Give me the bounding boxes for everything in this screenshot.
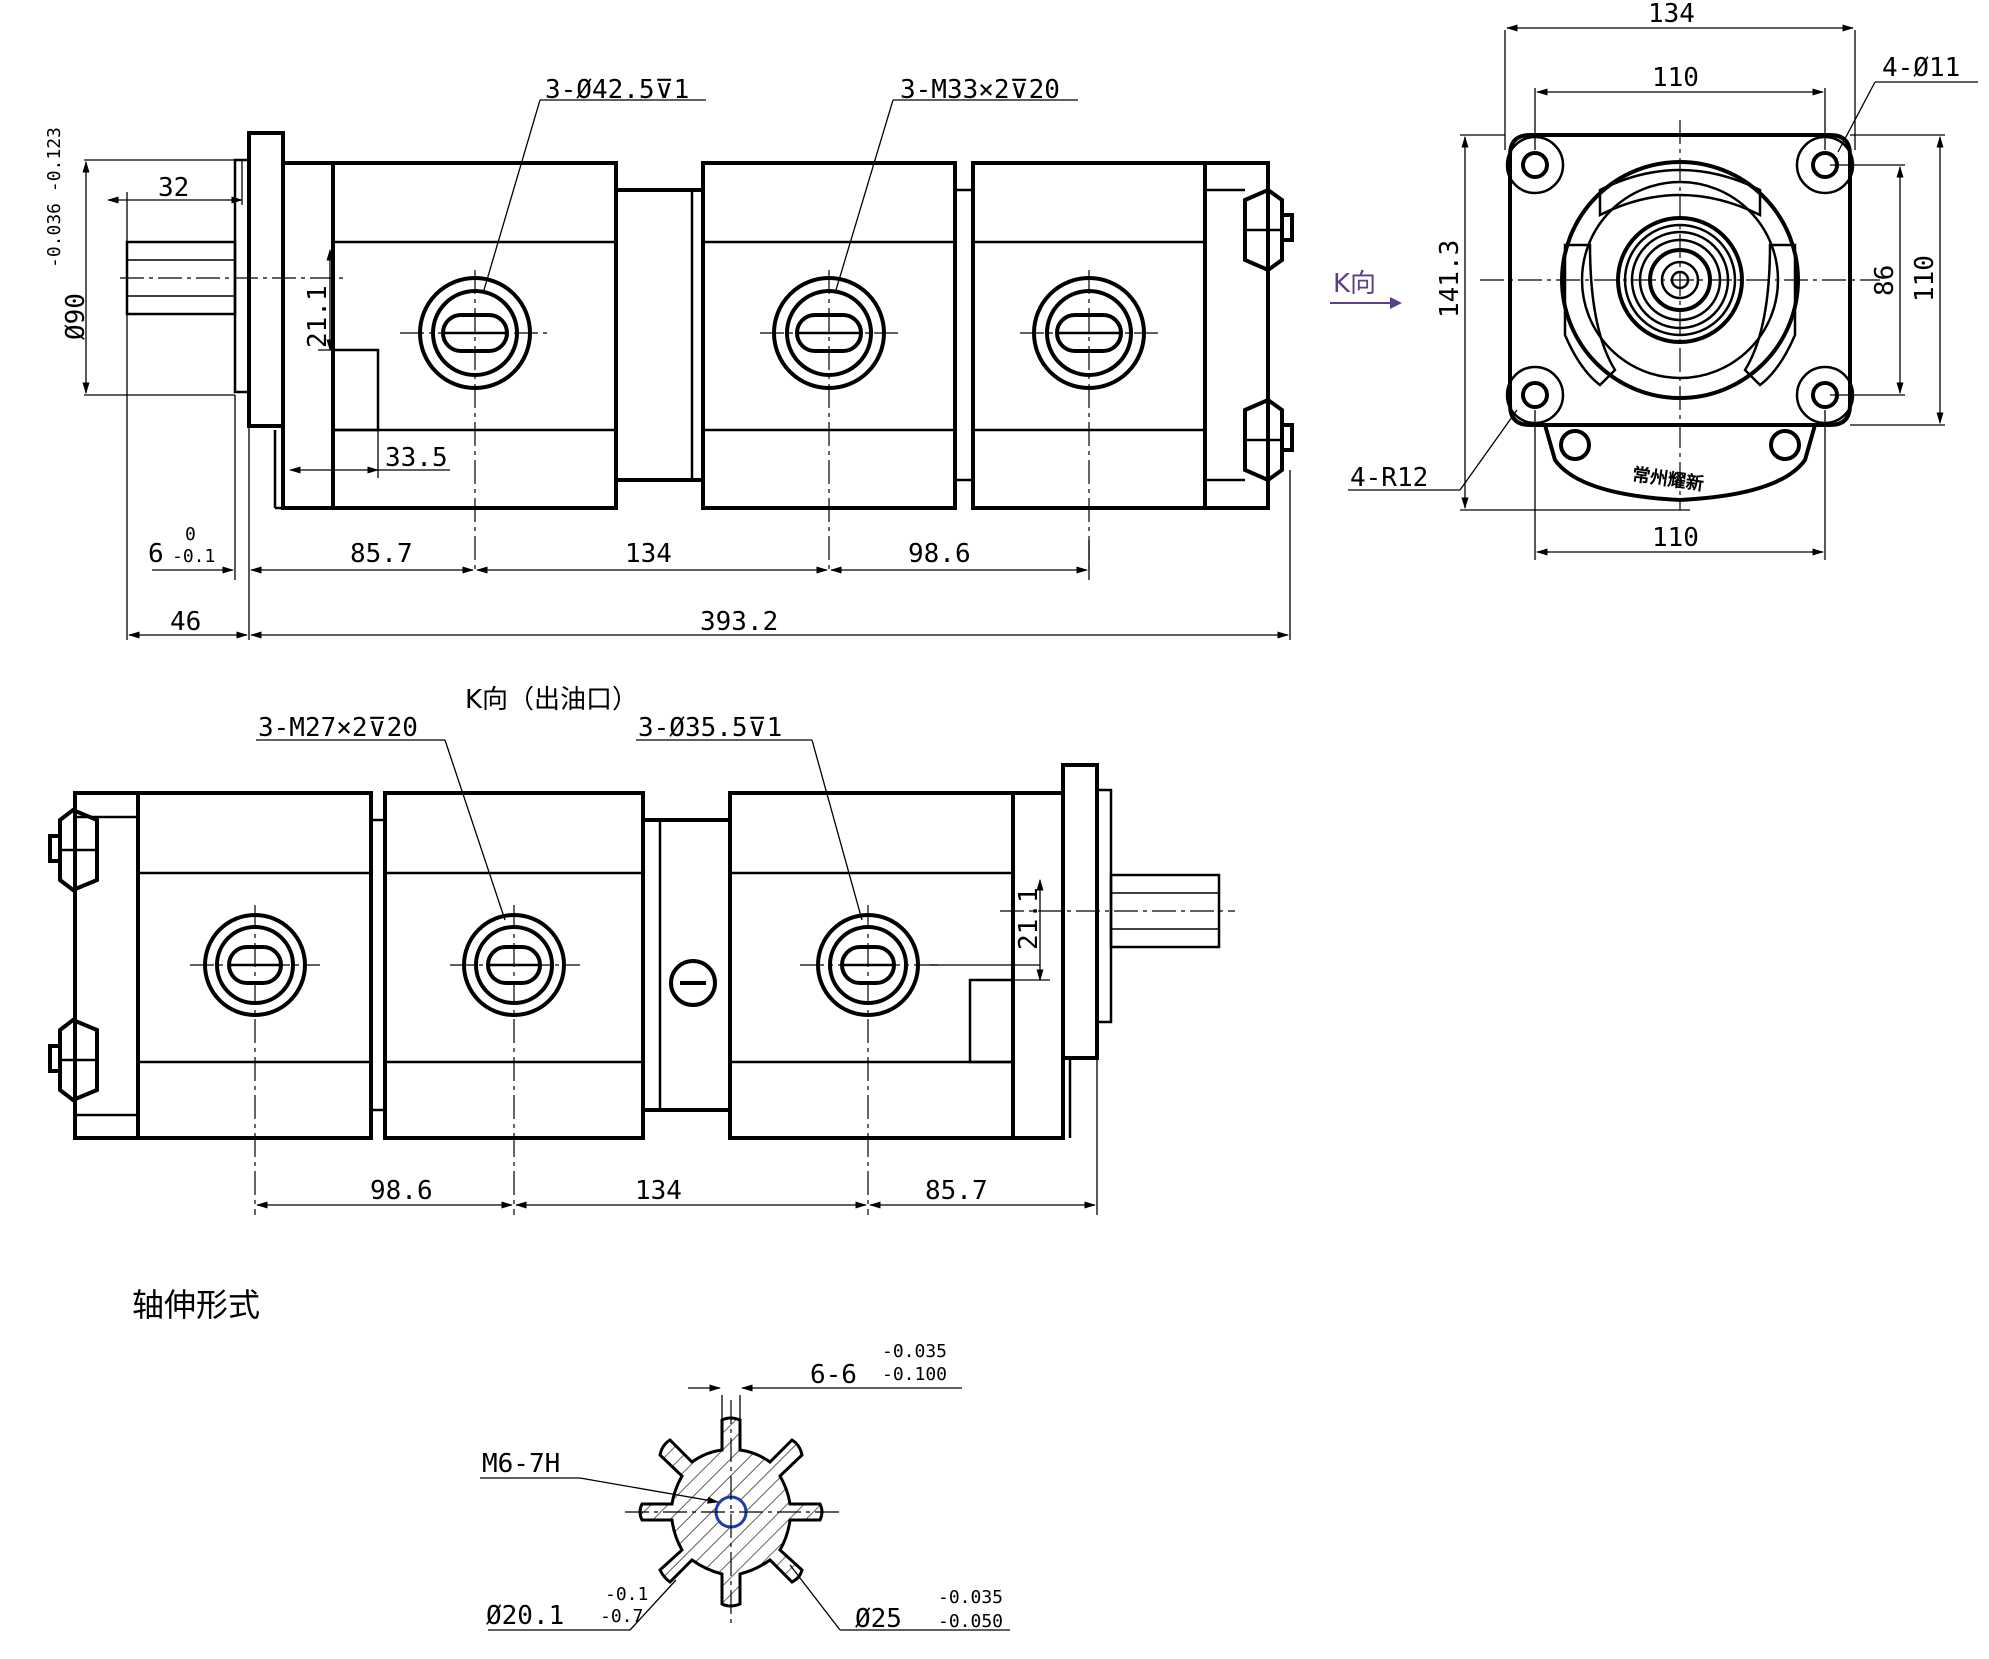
nameplate-text: 常州耀新 [1631, 463, 1705, 495]
end-flange [1508, 133, 1852, 427]
dim-minor-dia: Ø20.1 [486, 1601, 564, 1631]
port-1-top [418, 276, 532, 390]
dim-dia-90-tolerance: -0.036 -0.123 [44, 127, 65, 268]
dim-6: 6 [148, 539, 164, 569]
dim-393-2: 393.2 [700, 607, 778, 637]
front-flange [247, 131, 285, 428]
dim-6-tol-upper: 0 [185, 524, 196, 545]
callout-m6-thread: M6-7H [482, 1449, 560, 1479]
callout-thread-port-k: 3-M27×2⊽20 [258, 713, 418, 743]
dim-major-tol-lower: -0.050 [938, 1611, 1003, 1632]
mount-hole-tl [1521, 151, 1549, 179]
bolt-head-lower [1243, 397, 1284, 483]
callout-radius: 4-R12 [1350, 463, 1428, 493]
dim-major-dia: Ø25 [855, 1604, 902, 1634]
bottom-view-title: K向（出油口） [465, 685, 638, 715]
callout-inlet-port: 3-Ø42.5⊽1 [545, 75, 689, 105]
dim-110-end-bottom: 110 [1652, 523, 1699, 553]
bolt-head-k-lower [58, 1017, 99, 1103]
dim-110-end-top: 110 [1652, 63, 1699, 93]
shaft-title: 轴伸形式 [132, 1286, 260, 1324]
k-view-arrow [1330, 297, 1402, 309]
end-view [1348, 24, 1978, 560]
bottom-view [48, 739, 1235, 1215]
connector-1 [614, 188, 705, 482]
dim-major-tol-upper: -0.035 [938, 1587, 1003, 1608]
dim-98-6-k: 98.6 [370, 1176, 433, 1206]
dim-46: 46 [170, 607, 201, 637]
rear-cover-k [73, 791, 140, 1140]
dim-134-top: 134 [625, 539, 672, 569]
bolt-head-upper [1243, 187, 1284, 273]
dim-dia-90: Ø90 [61, 293, 91, 340]
dim-134-end: 134 [1648, 0, 1695, 29]
dim-141-3: 141.3 [1435, 240, 1465, 318]
callout-thread-port-top: 3-M33×2⊽20 [900, 75, 1060, 105]
bolt-head-k-upper [58, 807, 99, 893]
connector-k [641, 818, 732, 1112]
dim-6-tol-lower: -0.1 [172, 546, 215, 567]
pump-section-2 [701, 161, 957, 510]
dim-110-end-right: 110 [1910, 255, 1940, 302]
dim-minor-tol-upper: -0.1 [605, 1584, 648, 1605]
dim-spline-tol-upper: -0.035 [882, 1341, 947, 1362]
dim-minor-tol-lower: -0.7 [600, 1606, 643, 1627]
mount-hole-bl [1521, 381, 1549, 409]
top-view [82, 99, 1294, 640]
dim-21-1-top: 21.1 [303, 285, 333, 348]
pump-section-1 [331, 161, 618, 510]
rear-cover [1203, 161, 1270, 510]
dim-21-1-k: 21.1 [1014, 887, 1044, 950]
dim-85-7-k: 85.7 [925, 1176, 988, 1206]
dim-86: 86 [1870, 265, 1900, 296]
dim-85-7-top: 85.7 [350, 539, 413, 569]
shaft-section [480, 1384, 1010, 1631]
pump-section-3 [971, 161, 1207, 510]
callout-holes: 4-Ø11 [1882, 53, 1960, 83]
k-view-label: K向 [1333, 269, 1376, 299]
dim-98-6-top: 98.6 [908, 539, 971, 569]
dim-spline-tol-lower: -0.100 [882, 1364, 947, 1385]
dim-spline: 6-6 [810, 1360, 857, 1390]
dim-134-k: 134 [635, 1176, 682, 1206]
callout-outlet-port: 3-Ø35.5⊽1 [638, 713, 782, 743]
dim-32: 32 [158, 173, 189, 203]
dim-33-5: 33.5 [385, 443, 448, 473]
